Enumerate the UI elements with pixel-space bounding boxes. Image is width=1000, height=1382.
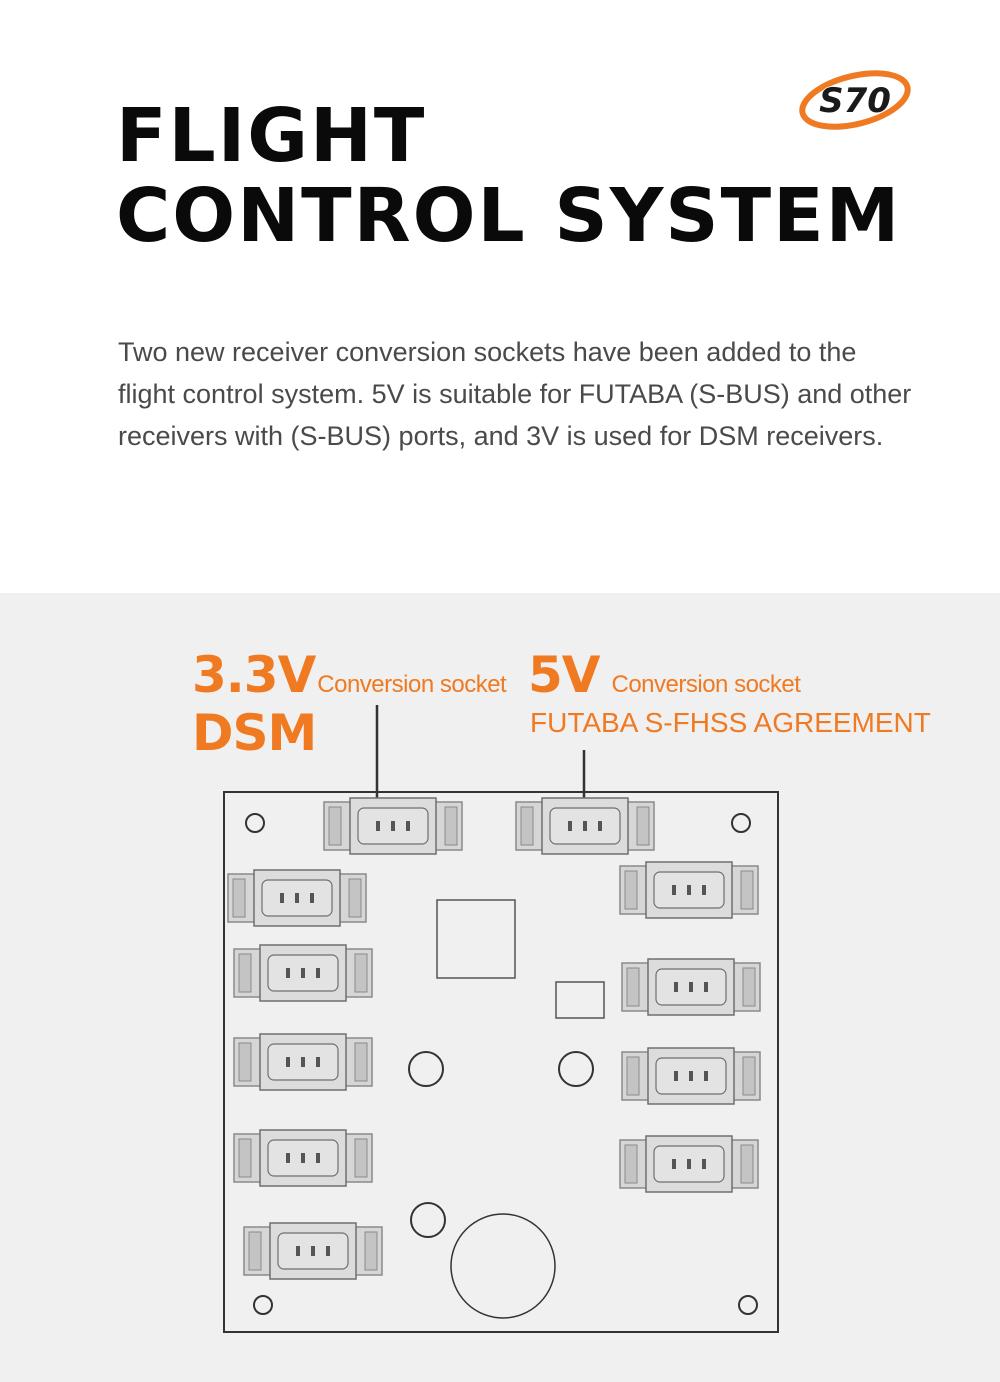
- right-caption: Conversion socket: [611, 671, 801, 698]
- via-hole: [408, 1051, 444, 1087]
- page-title-line2: CONTROL SYSTEM: [116, 173, 902, 259]
- left-voltage: 3.3V: [192, 646, 316, 704]
- page-title: FLIGHT CONTROL SYSTEM: [116, 96, 901, 256]
- page-title-line1: FLIGHT: [116, 93, 427, 179]
- connector-right: [619, 861, 759, 919]
- header-section: FLIGHT CONTROL SYSTEM S70 Two new receiv…: [0, 0, 1000, 593]
- brand-logo-icon: S70: [799, 70, 911, 130]
- via-hole: [558, 1051, 594, 1087]
- left-caption: Conversion socket: [317, 671, 507, 698]
- brand-logo-text: S70: [819, 81, 891, 121]
- via-hole: [410, 1202, 446, 1238]
- right-voltage: 5V: [528, 646, 600, 704]
- connector-right: [621, 1047, 761, 1105]
- description-text: Two new receiver conversion sockets have…: [118, 337, 912, 451]
- board-outline: [223, 791, 779, 1333]
- mount-hole: [738, 1295, 758, 1315]
- chip-component: [436, 899, 516, 979]
- small-chip-component: [555, 981, 605, 1019]
- mount-hole: [253, 1295, 273, 1315]
- connector-left: [227, 869, 367, 927]
- connector-left: [233, 1033, 373, 1091]
- connector-left: [233, 1129, 373, 1187]
- connector-3v3-dsm: [323, 797, 463, 855]
- mount-hole: [731, 813, 751, 833]
- right-socket-label: 5V Conversion socket: [528, 646, 801, 704]
- connector-right: [619, 1135, 759, 1193]
- connector-left: [243, 1222, 383, 1280]
- connector-left: [233, 944, 373, 1002]
- connector-5v-futaba: [515, 797, 655, 855]
- left-socket-label: 3.3VConversion socket: [192, 646, 507, 704]
- mount-hole: [245, 813, 265, 833]
- flight-controller-board: [223, 705, 779, 1333]
- left-protocol: DSM: [192, 704, 317, 762]
- right-protocol: FUTABA S-FHSS AGREEMENT: [530, 707, 931, 738]
- connector-right: [621, 958, 761, 1016]
- buzzer-component: [450, 1213, 556, 1319]
